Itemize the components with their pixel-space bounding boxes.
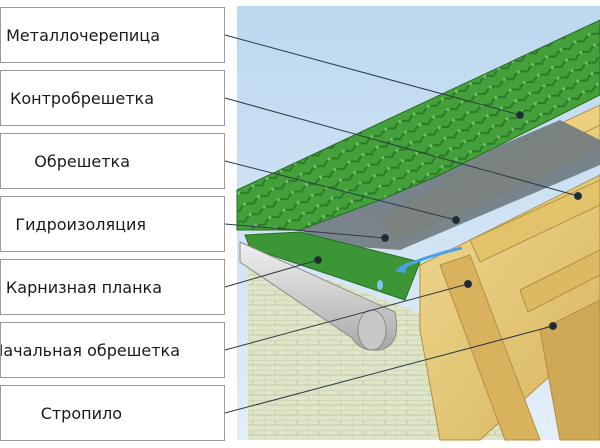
leader-dot	[574, 192, 582, 200]
label-text: Металлочерепица	[6, 25, 160, 45]
leader-dot	[381, 234, 389, 242]
label-text: Карнизная планка	[5, 277, 162, 297]
label-text: Стропило	[40, 403, 122, 423]
leader-lines	[224, 34, 582, 414]
leader-dot	[452, 216, 460, 224]
leader-line	[224, 325, 554, 414]
label-eaves-strip: Карнизная планка	[0, 259, 225, 315]
gutter	[239, 241, 398, 351]
layer-labels: Металлочерепица Контробрешетка Обрешетка…	[0, 0, 228, 448]
leader-dot	[314, 256, 322, 264]
leader-line	[224, 160, 457, 221]
leader-dot	[516, 111, 524, 119]
label-text: Контробрешетка	[9, 88, 154, 108]
metal-tile-roof	[236, 19, 600, 231]
label-text: Гидроизоляция	[15, 214, 146, 234]
label-waterproofing: Гидроизоляция	[0, 196, 225, 252]
waterproofing-membrane	[300, 120, 600, 250]
label-text: Начальная обрешетка	[0, 340, 180, 360]
leader-line	[224, 223, 386, 239]
label-counter-batten: Контробрешетка	[0, 70, 225, 126]
label-text: Обрешетка	[34, 151, 130, 171]
leader-line	[224, 283, 469, 351]
leader-dot	[549, 322, 557, 330]
water-flow-arrows	[377, 246, 463, 290]
label-metal-tile: Металлочерепица	[0, 7, 225, 63]
leader-dot	[464, 280, 472, 288]
leader-line	[224, 259, 319, 288]
label-rafter: Стропило	[0, 385, 225, 441]
label-starting-batten: Начальная обрешетка	[0, 322, 225, 378]
label-batten: Обрешетка	[0, 133, 225, 189]
leader-line	[224, 97, 579, 197]
leader-line	[224, 34, 521, 116]
